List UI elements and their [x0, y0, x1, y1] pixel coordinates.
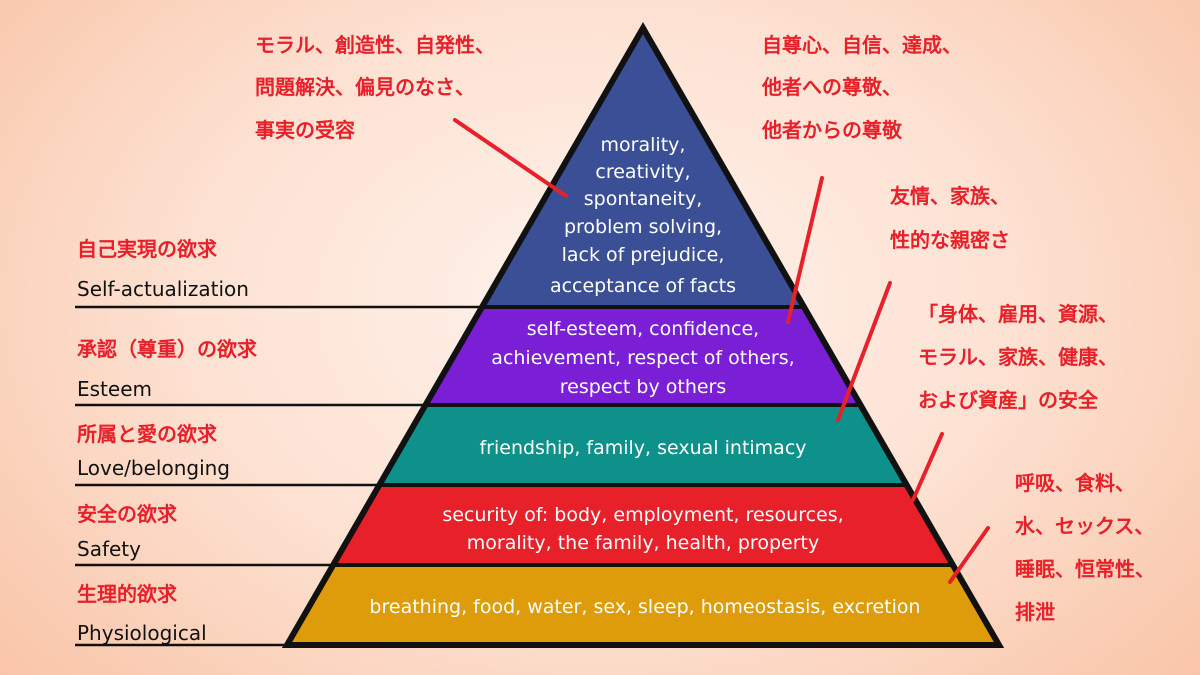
tier-esteem: [425, 307, 861, 405]
tier-line: lack of prejudice,: [562, 244, 725, 266]
callout-esteem: 自尊心、自信、達成、 他者への尊敬、 他者からの尊敬: [761, 33, 962, 142]
tier-line: achievement, respect of others,: [491, 347, 794, 369]
callout-safety: 「身体、雇用、資源、 モラル、家族、健康、 および資産」の安全: [918, 302, 1118, 412]
level-label-jp: 所属と愛の欲求: [77, 422, 218, 446]
tier-love-belonging: [379, 405, 907, 485]
callout-line: 「身体、雇用、資源、: [918, 302, 1118, 326]
tier-text-esteem: self-esteem, confidence, achievement, re…: [491, 318, 794, 398]
tier-line: self-esteem, confidence,: [527, 318, 759, 340]
level-label-en: Safety: [77, 537, 141, 561]
level-label-en: Self-actualization: [77, 277, 249, 301]
tier-line: respect by others: [560, 376, 727, 398]
callout-line: 事実の受容: [255, 118, 355, 142]
callout-line: 他者からの尊敬: [761, 118, 903, 142]
callout-line: 呼吸、食料、: [1015, 471, 1135, 495]
tier-self-actualization: [482, 28, 804, 307]
tier-line: acceptance of facts: [550, 275, 736, 297]
callout-line: 排泄: [1015, 600, 1055, 624]
pointer-physiological: [948, 526, 990, 584]
tier-text-love: friendship, family, sexual intimacy: [479, 437, 806, 459]
pointer-love: [836, 281, 892, 422]
callout-line: 友情、家族、: [890, 184, 1010, 208]
tier-physiological: [287, 565, 999, 645]
tier-line: creativity,: [595, 161, 690, 183]
callout-line: 他者への尊敬、: [761, 75, 902, 99]
level-label-jp: 生理的欲求: [77, 582, 178, 606]
callout-physiological: 呼吸、食料、 水、セックス、 睡眠、恒常性、 排泄: [1015, 471, 1155, 624]
callout-line: 自尊心、自信、達成、: [762, 33, 962, 57]
level-label-en: Esteem: [77, 377, 152, 401]
pointer-self-actualization: [453, 118, 568, 198]
pointer-safety: [911, 432, 944, 502]
tier-line: security of: body, employment, resources…: [442, 504, 843, 526]
tier-text-physiological: breathing, food, water, sex, sleep, home…: [369, 596, 920, 618]
callout-self-actualization: モラル、創造性、自発性、 問題解決、偏見のなさ、 事実の受容: [255, 33, 495, 142]
callout-love: 友情、家族、 性的な親密さ: [890, 184, 1010, 252]
callout-line: 性的な親密さ: [890, 228, 1010, 252]
callout-line: モラル、家族、健康、: [918, 345, 1118, 369]
callout-line: 問題解決、偏見のなさ、: [255, 75, 475, 99]
tier-text-self-actualization: morality, creativity, spontaneity, probl…: [550, 134, 736, 297]
tier-safety: [333, 485, 953, 565]
callout-line: 水、セックス、: [1015, 514, 1154, 538]
callout-line: 睡眠、恒常性、: [1015, 557, 1155, 581]
level-label-jp: 自己実現の欲求: [77, 237, 218, 261]
tier-line: morality, the family, health, property: [467, 532, 819, 554]
callout-line: および資産」の安全: [918, 388, 1099, 412]
level-label-en: Love/belonging: [77, 456, 230, 480]
tier-dividers: [333, 305, 953, 567]
level-label-jp: 承認（尊重）の欲求: [77, 337, 258, 361]
pointer-esteem: [786, 176, 824, 324]
pyramid-outline: [281, 21, 1005, 648]
level-label-en: Physiological: [77, 621, 207, 645]
tier-line: spontaneity,: [584, 188, 702, 210]
tier-line: problem solving,: [564, 216, 722, 238]
level-label-jp: 安全の欲求: [77, 502, 178, 526]
tier-line: morality,: [601, 134, 686, 156]
tier-text-safety: security of: body, employment, resources…: [442, 504, 843, 554]
callout-line: モラル、創造性、自発性、: [255, 33, 495, 57]
